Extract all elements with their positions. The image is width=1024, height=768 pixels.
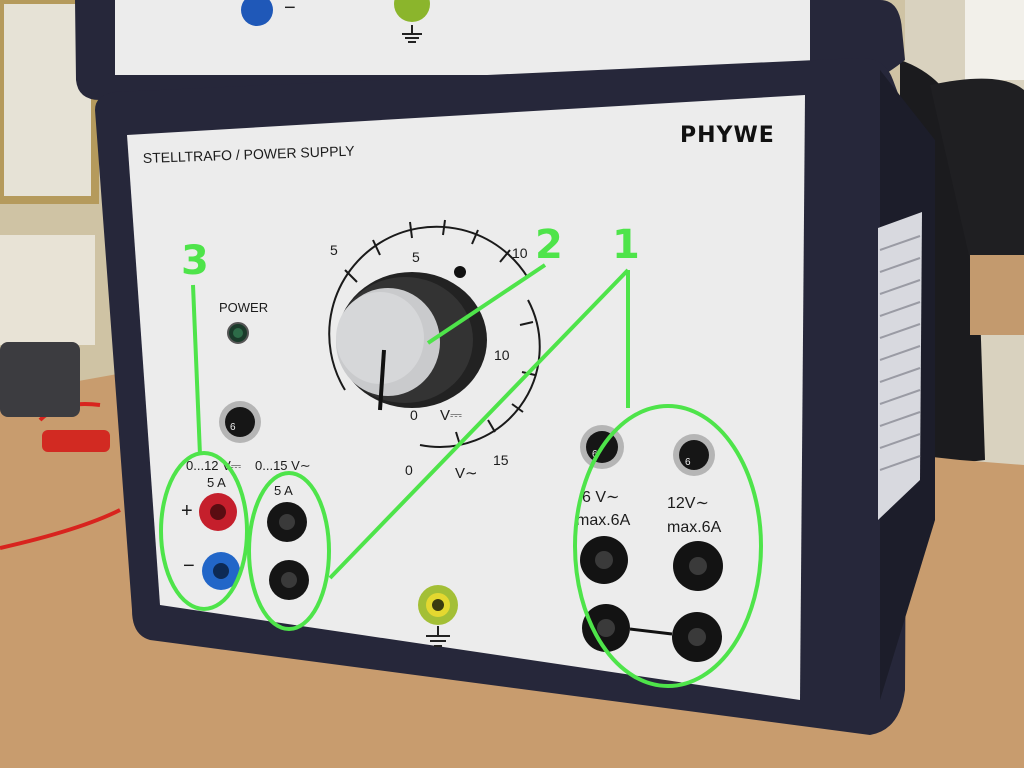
callout-number-2: 2	[535, 222, 563, 268]
radiator	[0, 235, 95, 345]
upper-unit-panel	[115, 0, 810, 75]
black-jack-middle-top[interactable]	[267, 502, 307, 542]
minus-label: −	[183, 555, 195, 577]
callout-annotations	[159, 263, 763, 688]
front-panel	[127, 95, 805, 700]
dial-ac-label: V∼	[455, 465, 478, 482]
voltage-knob[interactable]	[336, 272, 487, 411]
middle-current-label: 5 A	[274, 483, 293, 498]
upper-minus: −	[284, 0, 296, 19]
black-jack-12v-top[interactable]	[673, 541, 723, 591]
upper-blue-jack	[241, 0, 273, 26]
callout-number-3: 3	[181, 238, 209, 284]
blue-negative-jack[interactable]	[202, 552, 240, 590]
left-current-label: 5 A	[207, 475, 226, 490]
black-jack-6v-bottom[interactable]	[582, 604, 630, 652]
upper-green-jack	[394, 0, 430, 22]
callout-circle-right	[573, 404, 763, 688]
model-label: STELLTRAFO / POWER SUPPLY	[143, 143, 356, 166]
callout-line-1a	[328, 268, 630, 580]
red-plug	[42, 430, 110, 452]
dial-scale	[328, 219, 541, 448]
chair-2	[930, 78, 1024, 260]
dial-tick-label: 10	[512, 245, 528, 261]
window-frame	[0, 0, 99, 204]
dial-tick-label: 5	[330, 242, 338, 258]
callout-circle-left	[159, 451, 249, 611]
dial-tick-label: 15	[493, 452, 509, 468]
dial-tick-label: 10	[494, 347, 510, 363]
dial-dc-label: V⎓	[440, 407, 462, 424]
fuse-label: 6	[592, 449, 598, 460]
right-a-max-label: max.6A	[576, 512, 631, 529]
side-table	[970, 255, 1024, 335]
jack-bridge-line	[629, 627, 673, 636]
fuse-label: 6	[685, 457, 691, 468]
fuse-holder-left[interactable]: 6	[219, 401, 261, 443]
left-range-label: 0...12 V⎓	[186, 458, 241, 473]
dial-dot	[454, 266, 466, 278]
callout-line-2	[426, 263, 547, 345]
callout-line-3	[191, 284, 202, 456]
right-b-voltage-label: 12V∼	[667, 495, 709, 512]
power-indicator-glow	[233, 328, 243, 338]
fuse-holder-right-b[interactable]: 6	[673, 434, 715, 476]
fuse-label: 6	[230, 422, 236, 433]
black-jack-middle-bottom[interactable]	[269, 560, 309, 600]
black-jack-12v-bottom[interactable]	[672, 612, 722, 662]
dial-tick-label: 5	[412, 249, 420, 265]
middle-range-label: 0...15 V∼	[255, 458, 311, 473]
vent-slats	[879, 235, 921, 471]
dial-tick-label: 0	[405, 462, 413, 478]
right-b-max-label: max.6A	[667, 519, 722, 536]
knob-pointer	[378, 349, 386, 411]
ground-symbol-icon	[426, 626, 450, 647]
callout-number-1: 1	[612, 222, 640, 268]
dark-object	[0, 342, 80, 417]
whiteboard	[965, 0, 1024, 80]
black-jack-6v-top[interactable]	[580, 536, 628, 584]
brand-logo: PHYWE	[680, 123, 775, 148]
callout-circle-middle	[247, 471, 331, 631]
red-positive-jack[interactable]	[199, 493, 237, 531]
upper-ground-symbol-icon	[402, 25, 422, 43]
power-label: POWER	[219, 300, 268, 315]
vent-grille	[878, 212, 922, 520]
right-a-voltage-label: 6 V∼	[582, 489, 619, 506]
plus-label: +	[181, 500, 193, 522]
dial-tick-label: 0	[410, 407, 418, 423]
ground-jack[interactable]	[418, 585, 458, 625]
